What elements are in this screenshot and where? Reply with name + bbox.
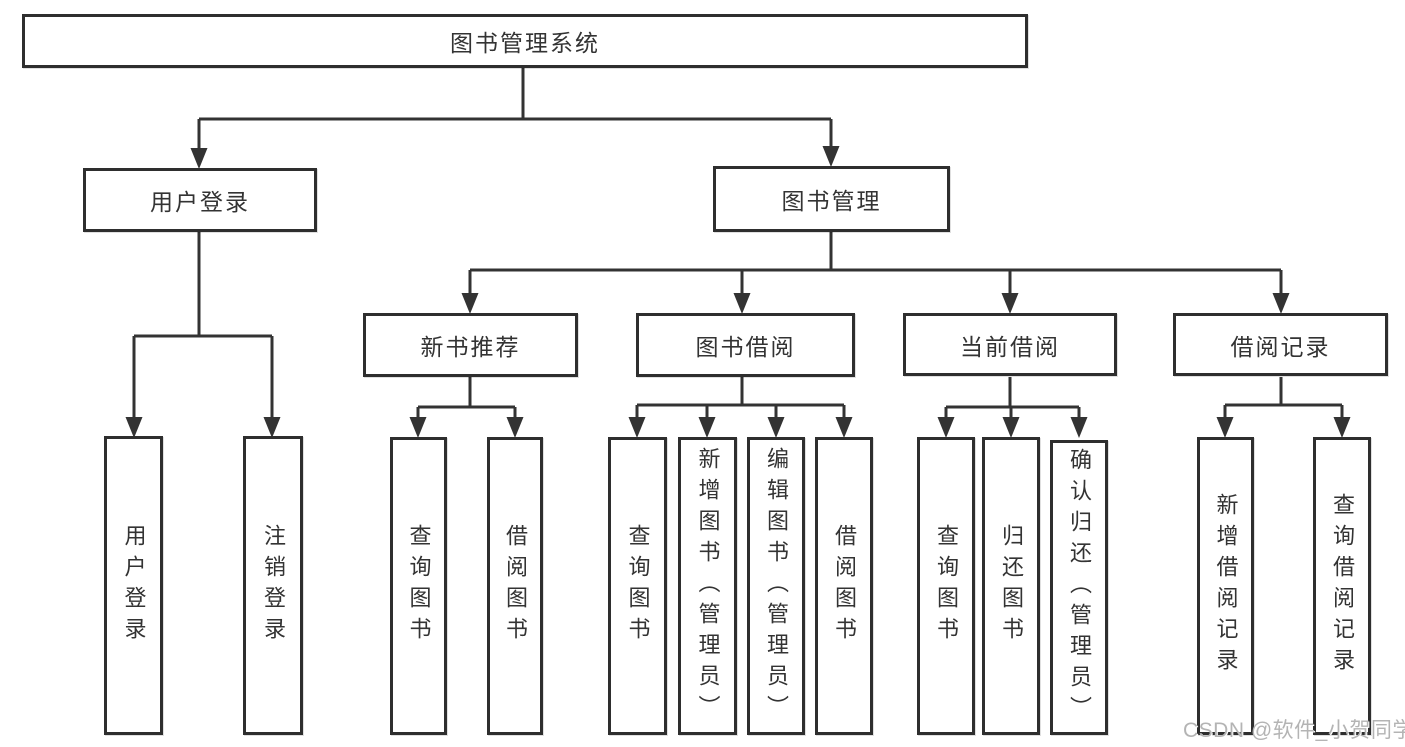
leaf-add-books-admin: 新增图书（管理员）: [678, 437, 737, 735]
node-current-borrowing: 当前借阅: [903, 313, 1117, 376]
leaf-borrow-books-borrowing: 借阅图书: [815, 437, 873, 735]
csdn-watermark: CSDN @软件_小贺同学: [1183, 719, 1405, 742]
node-book-borrowing: 图书借阅: [636, 313, 855, 377]
leaf-user-login: 用户登录: [104, 436, 163, 735]
leaf-edit-books-admin: 编辑图书（管理员）: [747, 437, 805, 735]
node-book-management: 图书管理: [713, 166, 950, 232]
leaf-borrow-books-recommend: 借阅图书: [487, 437, 543, 735]
leaf-return-books: 归还图书: [982, 437, 1040, 735]
leaf-logout: 注销登录: [243, 436, 303, 735]
leaf-confirm-return-admin: 确认归还（管理员）: [1050, 440, 1108, 735]
node-new-book-recommend: 新书推荐: [363, 313, 578, 377]
leaf-query-books-recommend: 查询图书: [390, 437, 447, 735]
node-borrowing-records: 借阅记录: [1173, 313, 1388, 376]
node-user-login: 用户登录: [83, 168, 317, 232]
leaf-query-borrow-record: 查询借阅记录: [1313, 437, 1371, 735]
node-root: 图书管理系统: [22, 14, 1028, 68]
leaf-query-books-borrowing: 查询图书: [608, 437, 667, 735]
leaf-add-borrow-record: 新增借阅记录: [1197, 437, 1254, 735]
leaf-query-books-current: 查询图书: [917, 437, 975, 735]
